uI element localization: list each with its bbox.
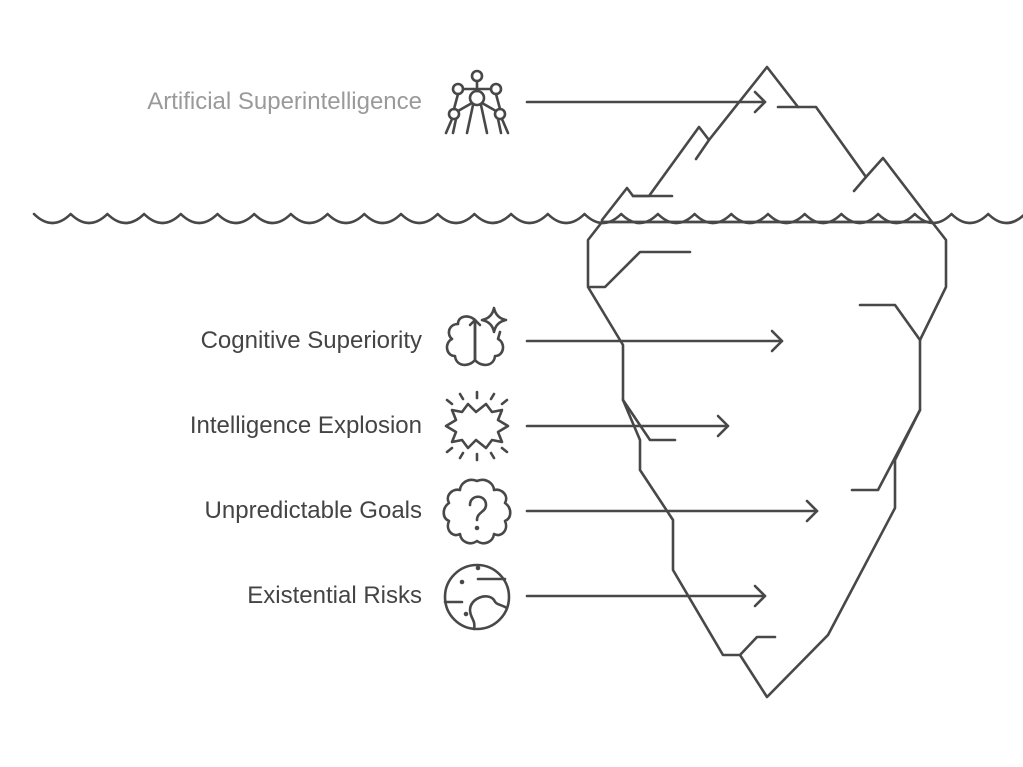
- arrow-existential-risks: [525, 584, 767, 608]
- iceberg-underwater: [586, 220, 948, 699]
- label-existential-risks: Existential Risks: [247, 582, 422, 609]
- iceberg-tip: [600, 65, 934, 224]
- arrow-artificial-superintelligence: [525, 90, 767, 114]
- label-unpredictable-goals: Unpredictable Goals: [204, 497, 422, 524]
- label-artificial-superintelligence: Artificial Superintelligence: [147, 88, 422, 115]
- label-intelligence-explosion: Intelligence Explosion: [189, 412, 422, 439]
- brain-sparkle-icon: [445, 306, 508, 367]
- arrows: [525, 90, 819, 608]
- water-line: [32, 212, 1023, 225]
- arrow-unpredictable-goals: [525, 499, 819, 523]
- iceberg-cracks: [588, 105, 922, 657]
- explosion-icon: [444, 390, 510, 462]
- question-cloud-icon: [442, 478, 512, 545]
- arrow-intelligence-explosion: [525, 414, 730, 438]
- label-cognitive-superiority: Cognitive Superiority: [200, 327, 422, 354]
- arrow-cognitive-superiority: [525, 329, 784, 353]
- planet-icon: [443, 563, 511, 631]
- atomium-icon: [444, 69, 510, 135]
